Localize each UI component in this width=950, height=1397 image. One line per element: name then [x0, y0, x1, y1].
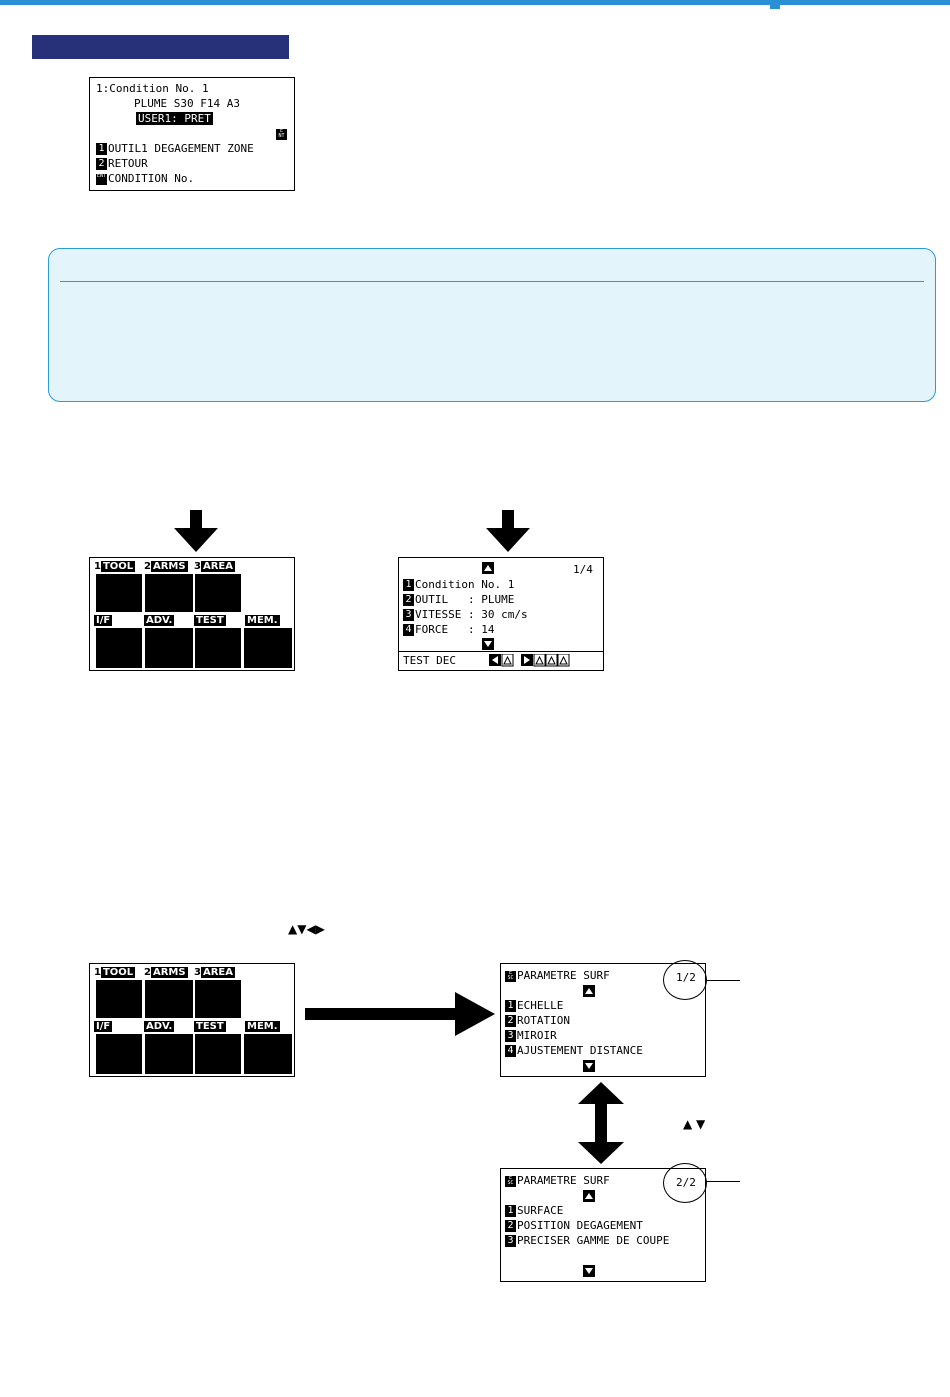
item-number: 4 — [505, 1045, 516, 1057]
tool-icon — [96, 574, 142, 612]
condition-tool-line: PLUME S30 F14 A3 — [134, 97, 240, 110]
info-box-divider — [60, 281, 924, 282]
tool-number: 1 — [94, 967, 101, 978]
menu-if-label: I/F — [94, 615, 113, 626]
preciser-gamme-item: PRECISER GAMME DE COUPE — [517, 1234, 670, 1247]
outil-item: OUTIL : PLUME — [415, 593, 515, 606]
menu-adv-label: ADV. — [144, 615, 175, 626]
interface-icon — [96, 628, 142, 668]
item-number: 2 — [505, 1015, 516, 1027]
arms-icon — [145, 980, 193, 1018]
item-number: 3 — [505, 1235, 516, 1247]
menu-tool-label: TOOL — [100, 561, 136, 572]
screen-title: PARAMETRE SURF — [517, 1174, 610, 1187]
callout-leader-line — [706, 1181, 740, 1182]
miroir-item: MIROIR — [517, 1029, 557, 1042]
arrow-right-icon — [305, 992, 495, 1036]
scroll-up-icon — [482, 562, 494, 574]
advanced-icon — [145, 628, 193, 668]
echelle-item: ECHELLE — [517, 999, 564, 1012]
lcd-condition-screen: 1:Condition No. 1 PLUME S30 F14 A3 USER1… — [89, 77, 295, 191]
test-icon — [195, 628, 241, 668]
item-number: 2 — [505, 1220, 516, 1232]
test-icon — [195, 1034, 241, 1074]
vitesse-item: VITESSE : 30 cm/s — [415, 608, 528, 621]
scroll-up-icon — [583, 1190, 595, 1202]
offset-adjust-icons — [489, 654, 570, 667]
memory-icon — [244, 1034, 292, 1074]
menu-area-label: AREA — [200, 561, 235, 572]
force-item: FORCE : 14 — [415, 623, 495, 636]
scroll-up-icon — [583, 985, 595, 997]
advanced-icon — [145, 1034, 193, 1074]
callout-leader-line — [706, 980, 740, 981]
screen-title: PARAMETRE SURF — [517, 969, 610, 982]
rotation-item: ROTATION — [517, 1014, 570, 1027]
menu-item-condition-no: CONDITION No. — [108, 172, 195, 185]
section-heading-bar — [32, 35, 289, 59]
up-down-arrow-icon — [578, 1082, 624, 1164]
area-icon — [195, 574, 241, 612]
scroll-down-icon — [583, 1265, 595, 1277]
menu-item-retour: RETOUR — [108, 157, 148, 170]
menu-mem-label: MEM. — [245, 1021, 280, 1032]
item-number: 1 — [505, 1205, 516, 1217]
area-number: 3 — [194, 967, 201, 978]
page-indicator-callout — [663, 960, 707, 1000]
menu-if-label: I/F — [94, 1021, 113, 1032]
menu-area-label: AREA — [200, 967, 235, 978]
item-number: 1 — [96, 143, 107, 155]
item-number: 4 — [403, 624, 414, 636]
top-accent-bar — [0, 0, 950, 5]
area-icon — [195, 980, 241, 1018]
memory-icon — [244, 628, 292, 668]
tool-icon — [96, 980, 142, 1018]
arms-number: 2 — [144, 967, 151, 978]
top-accent-notch — [770, 0, 780, 9]
area-number: 3 — [194, 561, 201, 572]
arrow-down-icon — [174, 510, 218, 552]
test-dec-label: TEST DEC — [403, 654, 456, 667]
menu-adv-label: ADV. — [144, 1021, 175, 1032]
item-number: 3 — [505, 1030, 516, 1042]
arrow-down-icon — [486, 510, 530, 552]
item-number: 3 — [403, 609, 414, 621]
updown-arrow-keys: ▲ ▼ — [683, 1117, 706, 1131]
menu-test-label: TEST — [194, 1021, 226, 1032]
menu-tool-label: TOOL — [100, 967, 136, 978]
item-number: 1 — [403, 579, 414, 591]
item-number: 1 — [505, 1000, 516, 1012]
position-degagement-item: POSITION DEGAGEMENT — [517, 1219, 643, 1232]
item-number: 2 — [403, 594, 414, 606]
nav-arrow-keys: ▲▼◀▶ — [288, 922, 325, 936]
status-label: USER1: PRET — [136, 112, 213, 125]
menu-test-label: TEST — [194, 615, 226, 626]
menu-mem-label: MEM. — [245, 615, 280, 626]
info-box — [48, 248, 936, 402]
ajustement-distance-item: AJUSTEMENT DISTANCE — [517, 1044, 643, 1057]
item-number: 2 — [96, 158, 107, 170]
menu-arms-label: ARMS — [150, 561, 188, 572]
menu-item-outil-degagement: OUTIL1 DEGAGEMENT ZONE — [108, 142, 254, 155]
arms-number: 2 — [144, 561, 151, 572]
condition-item: Condition No. 1 — [415, 578, 515, 591]
tool-number: 1 — [94, 561, 101, 572]
condition-line: 1:Condition No. 1 — [96, 82, 209, 95]
scroll-down-icon — [583, 1060, 595, 1072]
scroll-down-icon — [482, 638, 494, 650]
page-indicator: 1/4 — [573, 563, 593, 576]
menu-arms-label: ARMS — [150, 967, 188, 978]
page-indicator-callout — [663, 1163, 707, 1203]
arms-icon — [145, 574, 193, 612]
surface-item: SURFACE — [517, 1204, 564, 1217]
ent-key-icon: ENT — [96, 173, 107, 185]
interface-icon — [96, 1034, 142, 1074]
